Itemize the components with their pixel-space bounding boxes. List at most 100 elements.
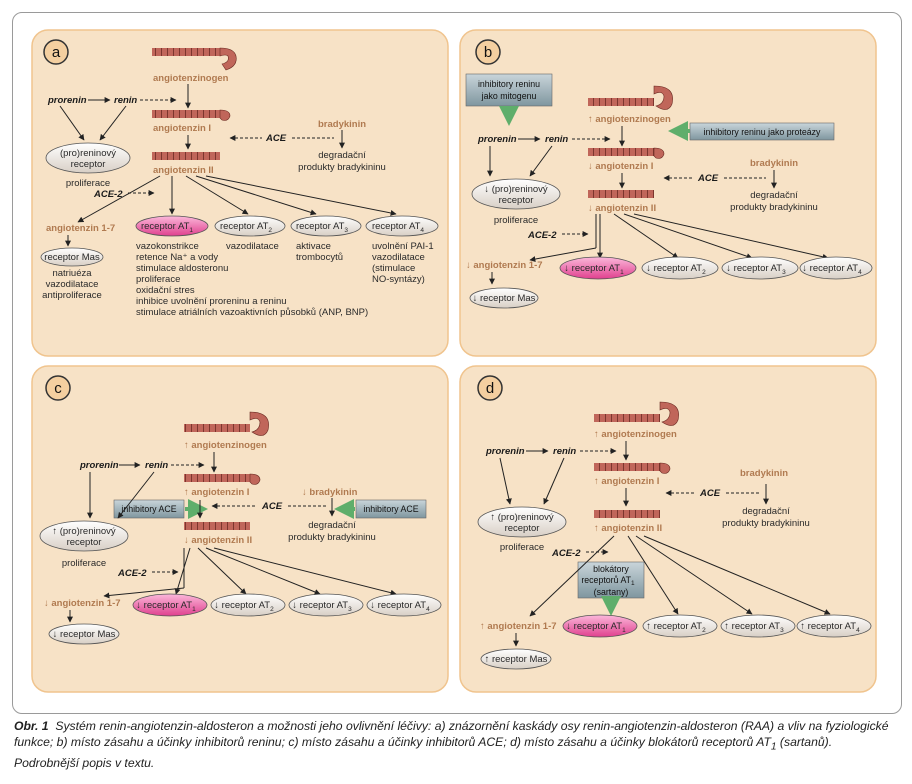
effect-item: trombocytů	[296, 252, 343, 263]
receptor-mas-label: ↓ receptor Mas	[53, 629, 116, 640]
panel-d-letter: d	[486, 380, 494, 397]
prorenin-receptor-label-2: receptor	[505, 523, 540, 534]
effect-item: stimulace aldosteronu	[136, 263, 228, 274]
figure-caption: Obr. 1 Systém renin-angiotenzin-aldoster…	[14, 718, 898, 771]
arrow	[103, 587, 185, 599]
ace-label: ACE	[261, 501, 283, 512]
arrow	[529, 247, 597, 262]
panel-a-letter: a	[52, 44, 61, 61]
angiotenzin-i-chain	[588, 147, 665, 159]
effect-item: retence Na⁺ a vody	[136, 252, 218, 263]
arrow	[613, 213, 679, 259]
angiotenzin-ii-label: ↑ angiotenzin II	[594, 523, 662, 534]
inhibitor-ace-right-label: inhibitory ACE	[363, 504, 418, 514]
panel-c-badge	[45, 375, 71, 401]
angiotenzin-i-label: angiotenzin I	[153, 123, 211, 134]
effect-item: (stimulace	[372, 263, 415, 274]
arrow	[499, 457, 512, 505]
prorenin-receptor-ellipse	[45, 142, 131, 174]
caption-text: Systém renin-angiotenzin-aldosteron a mo…	[14, 719, 889, 749]
angiotenzinogen-label: angiotenzinogen	[153, 73, 229, 84]
effect-item: natriuéza	[52, 268, 92, 279]
receptor-at3-ellipse	[290, 215, 362, 237]
ace2-label: ACE-2	[93, 189, 123, 200]
caption-label: Obr. 1	[14, 719, 49, 733]
receptor-at3-ellipse	[721, 256, 799, 280]
angiotenzinogen-chain	[588, 85, 673, 110]
arrow	[623, 213, 753, 260]
panel-b: b inhibitory reninu jako mitogenu ↑ angi…	[459, 29, 877, 357]
receptor-at3-label: ↑ receptor AT3	[724, 621, 784, 634]
inhibitor-ace-left-box	[113, 499, 185, 519]
arrow	[635, 535, 753, 615]
angiotenzin-17-label: ↑ angiotenzin 1-7	[480, 621, 557, 632]
receptor-at1-ellipse	[135, 215, 209, 237]
ace2-label: ACE-2	[117, 568, 147, 579]
at2-effects-list: vazodilatace	[226, 241, 279, 252]
panel-d-badge	[477, 375, 503, 401]
prorenin-label: prorenin	[79, 460, 119, 471]
effect-item: antiproliferace	[42, 290, 102, 301]
receptor-at4-label: ↓ receptor AT4	[802, 263, 862, 276]
effect-item: proliferace	[136, 274, 180, 285]
bradykinin-label: bradykinin	[318, 119, 366, 130]
angiotenzin-ii-chain	[594, 510, 660, 518]
panel-b-letter: b	[484, 44, 492, 61]
effect-item: aktivace	[296, 241, 331, 252]
panel-d-background	[459, 365, 877, 693]
receptor-at2-ellipse	[214, 215, 286, 237]
arrow	[633, 213, 829, 260]
arrow	[185, 175, 249, 215]
renin-label: renin	[145, 460, 168, 471]
bradykinin-label: bradykinin	[750, 158, 798, 169]
receptor-mas-ellipse	[480, 648, 552, 670]
receptor-at1-label: receptor AT1	[141, 221, 193, 234]
effect-item: vazokonstrikce	[136, 241, 199, 252]
ace-label: ACE	[697, 173, 719, 184]
arrow	[627, 535, 679, 615]
receptor-at3-label: ↓ receptor AT3	[726, 263, 786, 276]
at4-effects-list: uvolnění PAI-1vazodilatace(stimulaceNO-s…	[372, 241, 434, 285]
receptor-at2-label: receptor AT2	[220, 221, 272, 234]
receptor-at1-label: ↓ receptor AT1	[564, 263, 624, 276]
angiotenzin-17-label: ↓ angiotenzin 1-7	[466, 260, 543, 271]
angiotenzinogen-label: ↑ angiotenzinogen	[184, 440, 267, 451]
renin-label: renin	[545, 134, 568, 145]
effect-item: NO-syntázy)	[372, 274, 425, 285]
prorenin-receptor-label-1: ↑ (pro)reninový	[52, 526, 116, 537]
receptor-at2-label: ↓ receptor AT2	[214, 600, 274, 613]
angiotenzin-i-label: ↑ angiotenzin I	[594, 476, 659, 487]
receptor-at3-label: ↓ receptor AT3	[292, 600, 352, 613]
panel-a-badge	[43, 39, 69, 65]
sartan-blocker-label-3: (sartany)	[594, 587, 629, 597]
panel-a-background	[31, 29, 449, 357]
renin-label: renin	[114, 95, 137, 106]
angiotenzin-ii-label: ↓ angiotenzin II	[588, 203, 656, 214]
angiotenzinogen-chain	[152, 47, 237, 71]
sartan-blocker-label-2: receptorů AT1	[581, 575, 635, 587]
angiotenzinogen-label: ↑ angiotenzinogen	[594, 429, 677, 440]
arrow	[117, 471, 155, 519]
receptor-at4-label: receptor AT4	[372, 221, 424, 234]
angiotenzin-ii-chain	[152, 152, 220, 160]
inhibitor-ace-right-box	[355, 499, 427, 519]
prorenin-receptor-ellipse	[471, 178, 561, 210]
prorenin-receptor-ellipse	[477, 506, 567, 538]
angiotenzin-17-label: ↓ angiotenzin 1-7	[44, 598, 121, 609]
effect-item: vazodilatace	[372, 252, 425, 263]
receptor-at1-label: ↓ receptor AT1	[136, 600, 196, 613]
inhibitor-renin-protease-label: inhibitory reninu jako proteázy	[704, 127, 821, 137]
proliferace-label: proliferace	[66, 178, 110, 189]
inhibitor-renin-mitogen-label-2: jako mitogenu	[481, 91, 537, 101]
prorenin-receptor-ellipse	[39, 520, 129, 552]
inhibitor-renin-mitogen-label-1: inhibitory reninu	[478, 79, 540, 89]
degradacni-label-2: produkty bradykininu	[288, 532, 376, 543]
receptor-at1-ellipse	[132, 593, 208, 617]
panel-d: d ↑ angiotenzinogen prorenin renin ↑ ang…	[459, 365, 877, 693]
arrow	[643, 535, 831, 615]
angiotenzin-ii-chain	[184, 522, 250, 530]
receptor-at4-ellipse	[796, 614, 872, 638]
receptor-at3-ellipse	[288, 593, 364, 617]
